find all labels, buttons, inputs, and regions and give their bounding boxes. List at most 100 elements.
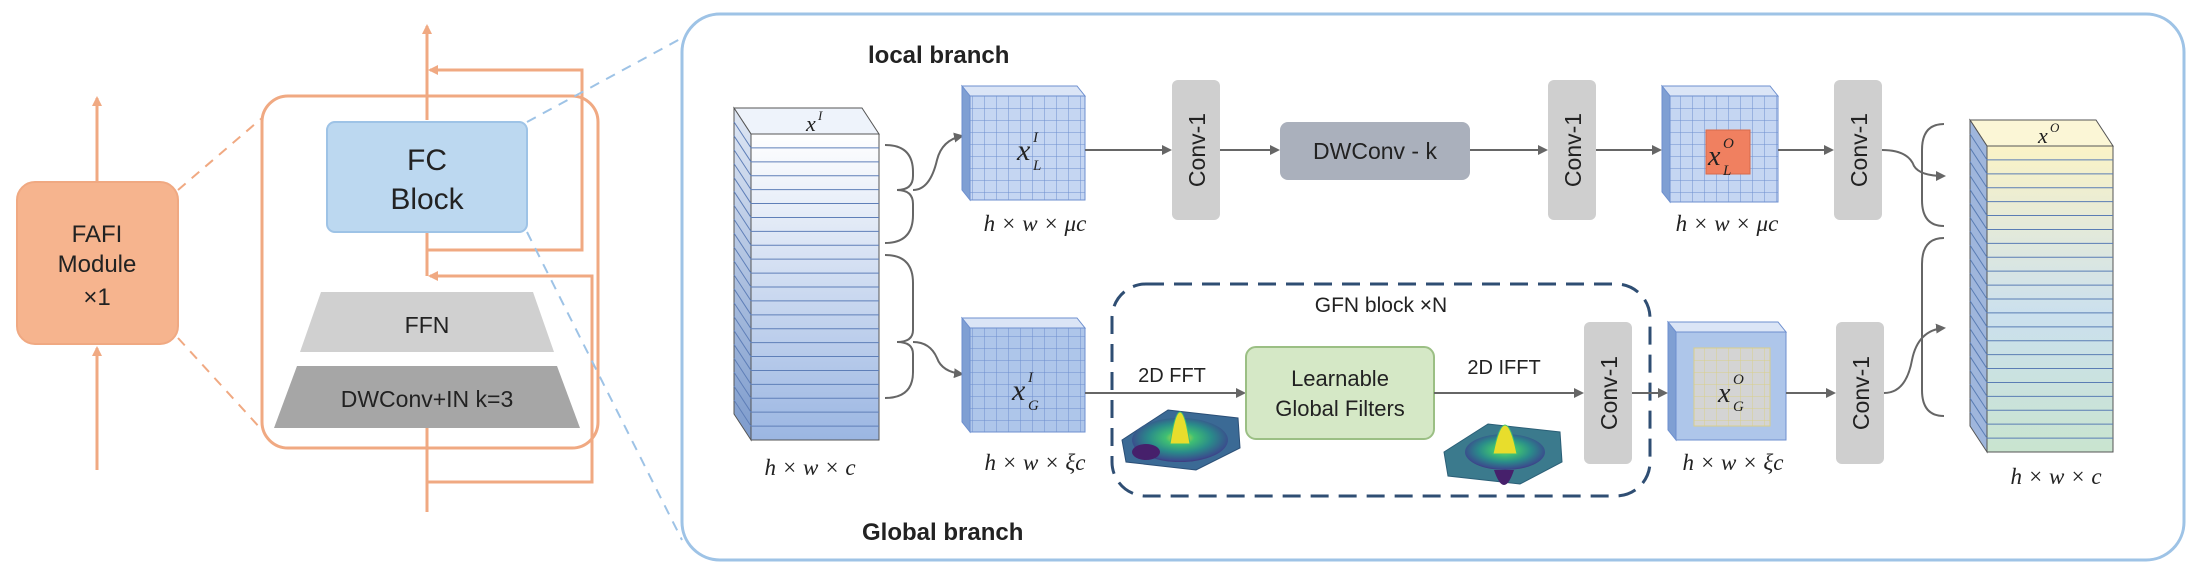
xl-out-sup: O: [1723, 136, 1734, 152]
global-conv1-b: [1836, 322, 1884, 464]
global-input-cube: x I G h × w × ξc: [960, 316, 1087, 475]
global-input-cube-grid: [970, 328, 1085, 432]
split-arrow-local: [912, 132, 964, 191]
tensor-slice-side-line: [733, 344, 752, 371]
fc-zoom-line-bottom: [526, 231, 683, 541]
xl-out-label: x: [1707, 141, 1721, 172]
split-brace-global: [884, 254, 914, 399]
tensor-slice-side-line: [1969, 258, 1988, 286]
fft-surface-peak: [1169, 411, 1191, 445]
tensor-slice-side-line: [733, 358, 752, 385]
tensor-slice-side-line: [733, 330, 752, 357]
fafi-label-line2: Module: [58, 251, 137, 278]
local-input-cube-top: [960, 85, 1087, 97]
input-tensor-sup: I: [817, 108, 823, 123]
residual-arrow-1: [427, 271, 594, 484]
local-branch-title: local branch: [868, 42, 1009, 69]
global-output-cube: x O G h × w × ξc: [1666, 320, 1788, 475]
gfn-block-frame: [1110, 282, 1652, 498]
gfn-block-title: GFN block ×N: [1315, 294, 1447, 317]
tensor-slice-side-line: [1969, 411, 1988, 439]
split-brace-local: [884, 144, 914, 244]
ifft-label: 2D IFFT: [1467, 357, 1540, 379]
local-conv1-b: [1548, 80, 1596, 220]
fc-block-label-line1: FC: [407, 144, 447, 177]
tensor-slice-side-line: [1969, 397, 1988, 425]
zoom-line-bottom: [177, 337, 263, 431]
split-arrow-global: [912, 341, 964, 379]
xg-in-sup: I: [1027, 370, 1034, 386]
zoom-line-top: [177, 117, 263, 191]
tensor-slice-side-line: [1969, 342, 1988, 369]
tensor-slice-side-line: [733, 191, 752, 218]
tensor-slice-side-line: [733, 135, 752, 163]
tensor-slice-side-line: [1969, 217, 1988, 244]
tensor-slice-side-line: [1969, 133, 1988, 161]
tensor-slice-side-line: [733, 163, 752, 190]
fft-surface-trough: [1132, 444, 1160, 460]
xl-in-label: x: [1016, 134, 1031, 167]
fc-zoom-line-top: [526, 37, 683, 123]
tensor-slice-side-line: [733, 371, 752, 399]
local-conv1-c: [1834, 80, 1882, 220]
local-conv1-b-label: Conv-1: [1560, 113, 1586, 187]
fafi-module: FAFI Module ×1: [16, 96, 263, 470]
tensor-slice-side-line: [1969, 244, 1988, 272]
ffn-label: FFN: [405, 312, 450, 338]
tensor-slice-side-line: [733, 149, 752, 177]
ifft-surface-peak: [1492, 424, 1518, 455]
tensor-slice-side-line: [1969, 203, 1988, 230]
tensor-slice-side-line: [1969, 314, 1988, 342]
tensor-slice-side-line: [1969, 147, 1988, 175]
local-input-cube-side: [961, 84, 971, 202]
dwconv-in-block: [274, 366, 580, 428]
tensor-slice-side-line: [1969, 383, 1988, 411]
local-output-cube: x O L h × w × μc: [1660, 84, 1780, 236]
global-output-highlight-grid: [1693, 347, 1771, 427]
dim-output: h × w × c: [2010, 464, 2101, 489]
tensor-slice-side-line: [1969, 328, 1988, 355]
local-output-highlight: [1705, 129, 1751, 175]
tensor-slice-side-line: [733, 246, 752, 274]
tensor-slice-side-line: [1969, 272, 1988, 300]
dwconv-k-block: [1280, 122, 1470, 180]
tensor-slice-side-line: [733, 121, 752, 149]
local-input-cube: x I L h × w × μc: [960, 84, 1087, 236]
fc-detail-frame: [680, 12, 2186, 562]
ffn-block: [300, 292, 554, 352]
local-conv1-a-label: Conv-1: [1184, 113, 1210, 187]
xl-out-sub: L: [1722, 163, 1731, 179]
tensor-slice-side-line: [1969, 300, 1988, 328]
input-tensor: x I h × w × c: [733, 106, 880, 480]
fafi-expanded: FC Block FFN DWConv+IN k=3: [260, 24, 683, 541]
tensor-slice-side-line: [733, 385, 752, 413]
tensor-slice-side-line: [733, 177, 752, 204]
xg-out-sup: O: [1733, 372, 1744, 388]
fafi-module-box: [16, 181, 179, 345]
fafi-label-line3: ×1: [83, 284, 110, 311]
input-tensor-label: x: [805, 111, 816, 136]
tensor-slice-side-line: [733, 316, 752, 343]
fafi-label-line1: FAFI: [72, 221, 123, 248]
tensor-slice-side-line: [1969, 230, 1988, 258]
tensor-slice-side-line: [733, 288, 752, 316]
dim-input: h × w × c: [764, 455, 855, 480]
output-tensor-label: x: [2037, 123, 2048, 148]
local-output-cube-side: [1661, 84, 1671, 204]
ifft-surface-plot: [1443, 423, 1563, 485]
global-output-cube-top: [1666, 321, 1788, 333]
merge-brace-global: [1921, 237, 1945, 417]
tensor-slice-side-line: [733, 232, 752, 260]
dim-local-in: h × w × μc: [984, 211, 1087, 236]
local-conv1-c-label: Conv-1: [1846, 113, 1872, 187]
residual-arrow-2: [427, 65, 584, 252]
learnable-global-filters: [1245, 346, 1435, 440]
tensor-slice-side-line: [733, 399, 752, 427]
xg-in-sub: G: [1028, 398, 1039, 414]
fft-label: 2D FFT: [1138, 365, 1206, 387]
global-input-cube-side: [961, 316, 971, 434]
global-branch-title: Global branch: [862, 519, 1023, 546]
xg-in-label: x: [1011, 374, 1026, 407]
merge-brace-local: [1921, 123, 1945, 227]
